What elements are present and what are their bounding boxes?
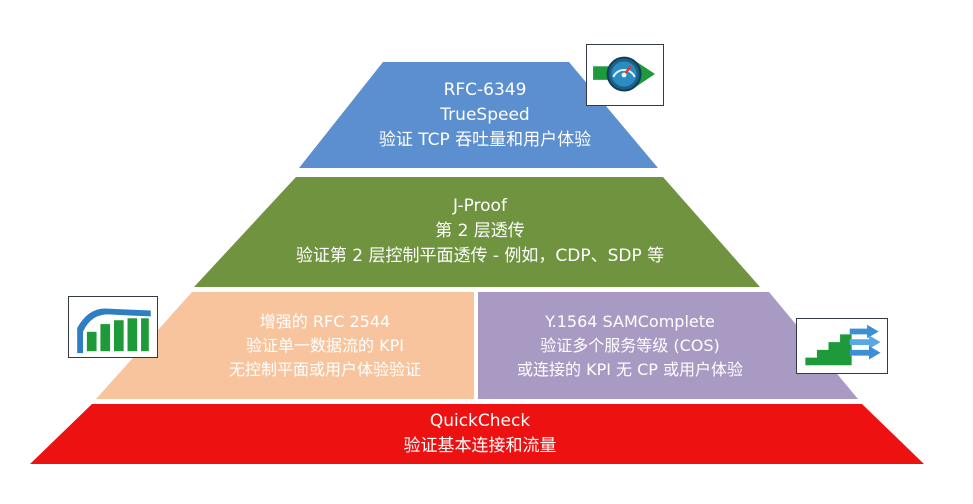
tier1-label: RFC-6349 TrueSpeed 验证 TCP 吞吐量和用户体验 — [330, 70, 640, 160]
tier1-shape — [299, 62, 658, 168]
tier3-right-shape — [478, 292, 858, 399]
tier2-subtitle: 第 2 层透传 — [435, 220, 525, 241]
tier4-description: 验证基本连接和流量 — [403, 436, 557, 456]
tier3-right-title: Y.1564 SAMComplete — [545, 312, 715, 331]
tier2-title: J-Proof — [453, 195, 507, 216]
tier3-left-label: 增强的 RFC 2544 验证单一数据流的 KPI 无控制平面或用户体验验证 — [180, 298, 470, 394]
speed-gauge-arrow-icon — [586, 44, 664, 106]
tier2-label: J-Proof 第 2 层透传 验证第 2 层控制平面透传 - 例如，CDP、S… — [230, 182, 730, 280]
tier1-title: RFC-6349 — [443, 79, 527, 100]
tier2-shape — [194, 177, 760, 287]
stair-steps-arrows-icon — [796, 318, 888, 374]
tier3-right-label: Y.1564 SAMComplete 验证多个服务等级 (COS) 或连接的 K… — [480, 298, 780, 394]
tier3-right-description: 或连接的 KPI 无 CP 或用户体验 — [516, 360, 744, 379]
tier4-title: QuickCheck — [429, 411, 531, 431]
tier3-right-subtitle: 验证多个服务等级 (COS) — [540, 336, 720, 355]
tier1-subtitle: TrueSpeed — [440, 104, 530, 125]
tier2-description: 验证第 2 层控制平面透传 - 例如，CDP、SDP 等 — [295, 245, 665, 266]
tier4-label: QuickCheck 验证基本连接和流量 — [300, 406, 660, 462]
tier4-shape — [30, 404, 924, 464]
tier1-description: 验证 TCP 吞吐量和用户体验 — [378, 129, 592, 150]
tier3-left-title: 增强的 RFC 2544 — [259, 312, 391, 331]
tier3-left-shape — [96, 292, 474, 399]
bar-chart-icon — [68, 296, 158, 358]
tier3-left-subtitle: 验证单一数据流的 KPI — [246, 336, 404, 355]
tier3-left-description: 无控制平面或用户体验验证 — [228, 360, 421, 379]
